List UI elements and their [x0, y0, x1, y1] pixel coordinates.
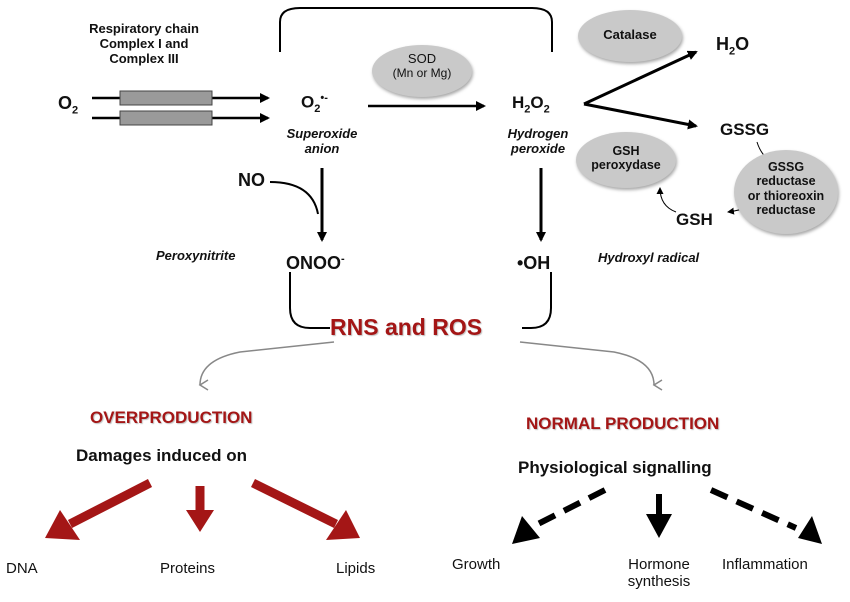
h2o-label: H2O [716, 34, 750, 58]
catalase-ellipse [578, 10, 682, 62]
h2o2-to-h2o-arrow [583, 50, 698, 106]
gsh-peroxydase-ellipse [576, 132, 676, 188]
normal-production-heading: NORMAL PRODUCTION [526, 414, 720, 433]
gssg-reductase-label: GSSG reductase or thioreoxin reductase [747, 160, 825, 218]
complex-bar-upper [119, 90, 213, 106]
gssg-label: GSSG [720, 120, 770, 139]
signal-arrow-growth [512, 487, 607, 544]
sod-ellipse [372, 45, 472, 97]
target-growth: Growth [452, 556, 501, 573]
rns-ros-title: RNS and ROS [330, 314, 483, 340]
h2o2-symbol: H2O2 [512, 93, 550, 116]
target-lipids: Lipids [336, 560, 376, 577]
signal-arrow-inflammation [709, 487, 822, 544]
onoo-label: ONOO- [286, 253, 345, 273]
no-label: NO [238, 170, 265, 190]
respiratory-chain-line-3: Complex III [109, 50, 179, 66]
superoxide-name: Superoxide anion [286, 126, 358, 156]
o2-label: O2 [58, 93, 79, 117]
branch-arrow-left [198, 341, 335, 391]
gsh-to-peroxydase-arrow [656, 187, 677, 213]
branch-arrow-right [519, 341, 663, 391]
target-proteins: Proteins [160, 560, 216, 577]
hydroxyl-radical-label: Hydroxyl radical [598, 250, 700, 265]
respiratory-chain-line-1: Respiratory chain [89, 21, 199, 36]
damages-subheading: Damages induced on [76, 446, 247, 465]
damage-arrow-proteins [186, 486, 214, 532]
signal-arrow-hormone [646, 494, 672, 538]
target-dna: DNA [6, 560, 38, 577]
target-hormone-synthesis: Hormone synthesis [627, 556, 691, 591]
lower-bracket-right [522, 272, 552, 329]
respiratory-chain-label: Respiratory chain Complex I and Complex … [86, 21, 202, 67]
physiological-subheading: Physiological signalling [518, 458, 712, 477]
lower-bracket-left [289, 272, 330, 329]
no-curve [269, 181, 319, 215]
hydroxyl-symbol: •OH [517, 253, 551, 273]
damage-arrow-lipids [251, 478, 360, 540]
top-bracket [279, 7, 553, 52]
catalase-label: Catalase [603, 27, 657, 42]
superoxide-symbol: O2•- [301, 92, 328, 116]
overproduction-heading: OVERPRODUCTION [90, 408, 253, 427]
complex-bar-lower [119, 110, 213, 126]
gsh-label: GSH [676, 210, 713, 229]
gssg-reductase-ellipse [734, 150, 838, 234]
h2o2-name: Hydrogen peroxide [507, 126, 569, 156]
target-inflammation: Inflammation [722, 556, 808, 573]
h2o2-to-gssg-arrow [583, 102, 698, 130]
damage-arrow-dna [45, 478, 153, 540]
gsh-peroxydase-label: GSH peroxydase [591, 144, 661, 173]
sod-label: SOD (Mn or Mg) [392, 51, 452, 80]
respiratory-chain-line-2: Complex I and [99, 35, 189, 51]
peroxynitrite-label: Peroxynitrite [156, 248, 236, 263]
